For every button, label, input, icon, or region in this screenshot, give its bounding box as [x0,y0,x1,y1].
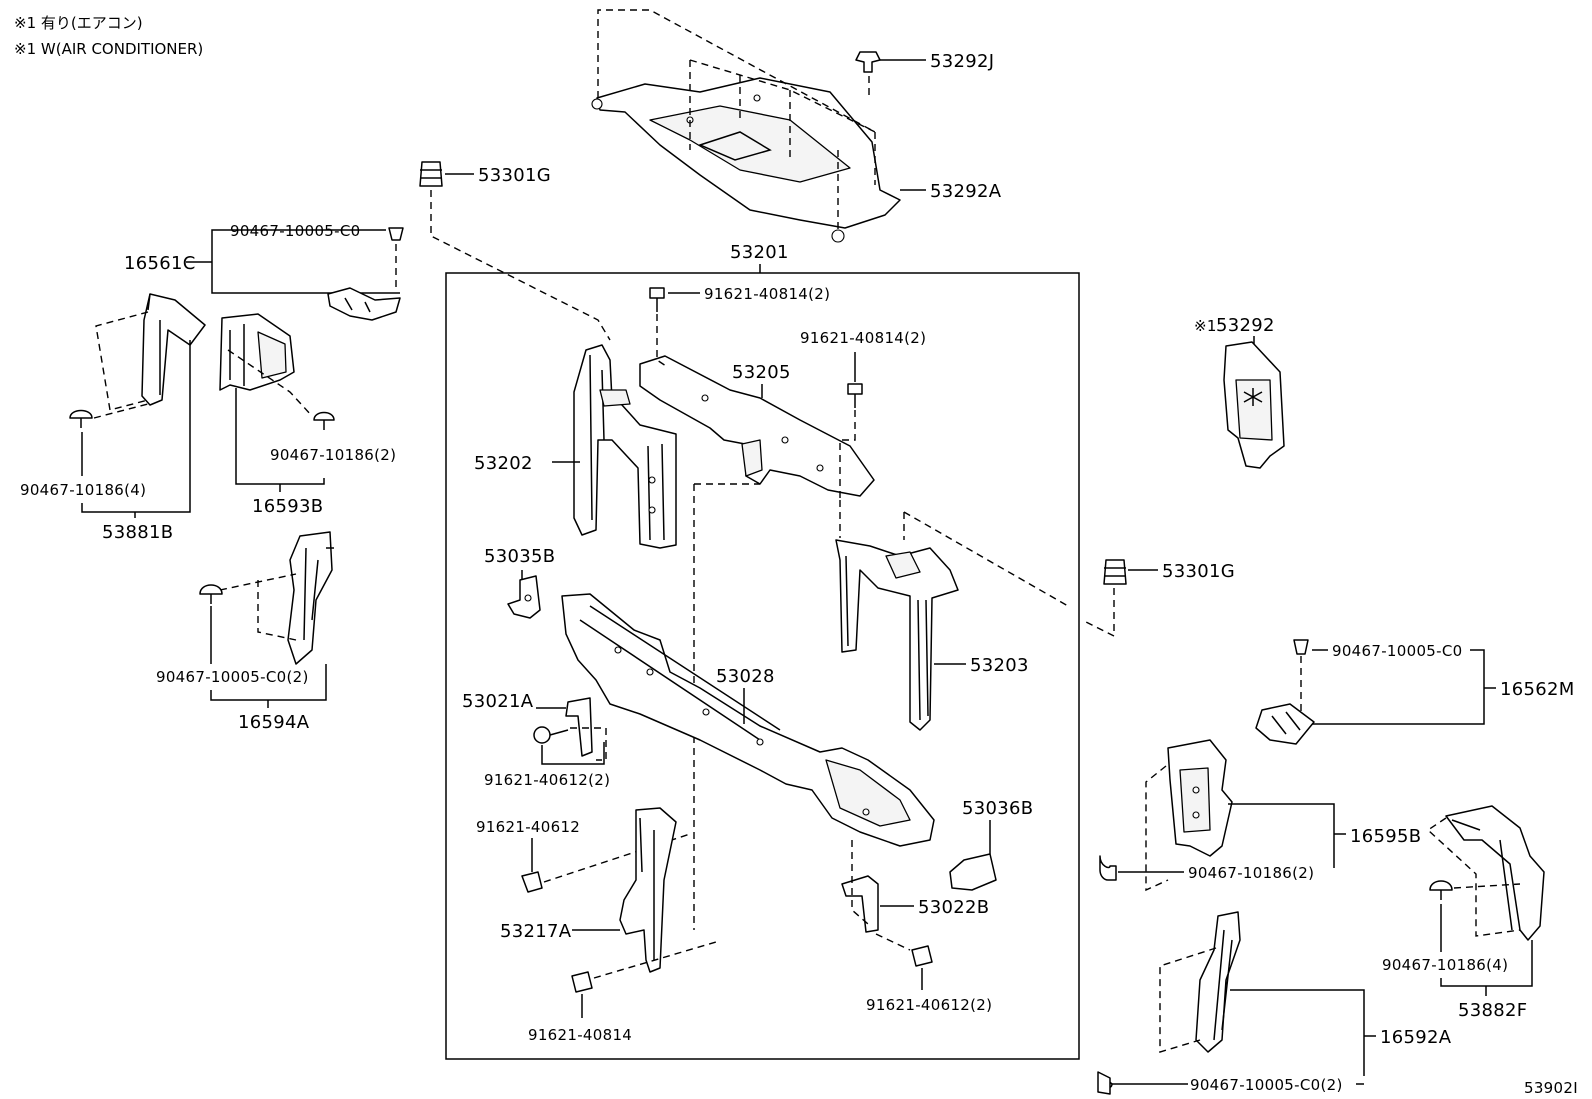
label-16593B[interactable]: 16593B [252,496,323,517]
label-91621-40814-2-a[interactable]: 91621-40814(2) [704,285,830,303]
clip-90467-10186-4-right [1429,880,1453,900]
illustration-number: 53902I [1524,1079,1578,1097]
clip-90467-10186-right [1099,855,1140,881]
seal-16595B [1167,739,1233,857]
label-90467-10005-C0-2-right[interactable]: 90467-10005-C0(2) [1190,1076,1343,1094]
label-53201[interactable]: 53201 [730,242,789,263]
label-90467-10186-2-right[interactable]: 90467-10186(2) [1188,864,1314,882]
label-91621-40814-2-b[interactable]: 91621-40814(2) [800,329,926,347]
bracket-53036B [949,853,997,891]
clip-90467-10005-C0-left-b [199,584,223,604]
label-91621-40814[interactable]: 91621-40814 [528,1026,632,1044]
label-53036B[interactable]: 53036B [962,798,1033,819]
bolt-91621-40612-2-left [533,726,569,744]
cushion-53301G-right [1103,559,1127,585]
label-90467-10186-4-left[interactable]: 90467-10186(4) [20,481,146,499]
label-90467-10005-C0-left[interactable]: 90467-10005-C0 [230,222,360,240]
bracket-53021A [565,697,593,757]
label-53035B[interactable]: 53035B [484,546,555,567]
radiator-cover-53292A [591,77,901,243]
seal-53882F [1445,805,1545,941]
note-line-1: ※1 有り(エアコン) [14,14,143,32]
seal-16592A [1195,911,1241,1053]
clip-53292J [855,51,881,73]
seal-16593B [219,313,295,391]
label-91621-40612[interactable]: 91621-40612 [476,818,580,836]
crossmember-53028 [561,593,935,847]
label-91621-40612-2-right[interactable]: 91621-40612(2) [866,996,992,1014]
bolt-91621-40814-a [649,287,665,312]
label-53882F[interactable]: 53882F [1458,1000,1527,1021]
bolt-91621-40814 [571,971,593,993]
label-53292J[interactable]: 53292J [930,51,994,72]
bracket-53035B [507,575,541,619]
label-53203[interactable]: 53203 [970,655,1029,676]
cushion-53301G-top [419,161,443,187]
clip-90467-10186-left-b [313,411,335,430]
bolt-91621-40612 [521,871,543,893]
clip-90467-10005-C0-right [1293,639,1309,655]
label-16594A[interactable]: 16594A [238,712,310,733]
seal-53292 [1223,341,1285,469]
bracket-16561C [327,287,401,321]
support-53217A [619,807,677,973]
label-90467-10005-C0-right[interactable]: 90467-10005-C0 [1332,642,1462,660]
label-53205[interactable]: 53205 [732,362,791,383]
label-90467-10186-2-left[interactable]: 90467-10186(2) [270,446,396,464]
bolt-91621-40612-2-right [911,945,933,967]
assembly-frame-53201 [445,272,1080,1060]
label-16561C[interactable]: 16561C [124,253,196,274]
label-53301G-top[interactable]: 53301G [478,165,551,186]
label-53021A[interactable]: 53021A [462,691,534,712]
seal-53881B [141,293,206,406]
label-16562M[interactable]: 16562M [1500,679,1575,700]
support-53203 [835,539,959,731]
label-90467-10186-4-right[interactable]: 90467-10186(4) [1382,956,1508,974]
label-53028[interactable]: 53028 [716,666,775,687]
label-53292A[interactable]: 53292A [930,181,1002,202]
label-53292[interactable]: 53292 [1216,315,1275,336]
bracket-16562M [1255,703,1315,745]
label-53217A[interactable]: 53217A [500,921,572,942]
label-91621-40612-2-left[interactable]: 91621-40612(2) [484,771,610,789]
label-16595B[interactable]: 16595B [1350,826,1421,847]
bolt-91621-40814-b [847,383,863,408]
label-53202[interactable]: 53202 [474,453,533,474]
clip-90467-10186-left-a [69,409,93,428]
label-53022B[interactable]: 53022B [918,897,989,918]
crossmember-53205 [639,355,875,497]
label-16592A[interactable]: 16592A [1380,1027,1452,1048]
label-53292-mark: ※1 [1194,317,1217,335]
clip-90467-10005-C0-2-right [1097,1071,1188,1095]
note-line-2: ※1 W(AIR CONDITIONER) [14,40,203,58]
seal-16594A [287,531,333,665]
bracket-53022B [841,875,879,933]
label-90467-10005-C0-2-left[interactable]: 90467-10005-C0(2) [156,668,309,686]
label-53301G-right[interactable]: 53301G [1162,561,1235,582]
clip-90467-10005-C0-left [388,227,404,241]
label-53881B[interactable]: 53881B [102,522,173,543]
support-53202 [573,344,677,549]
